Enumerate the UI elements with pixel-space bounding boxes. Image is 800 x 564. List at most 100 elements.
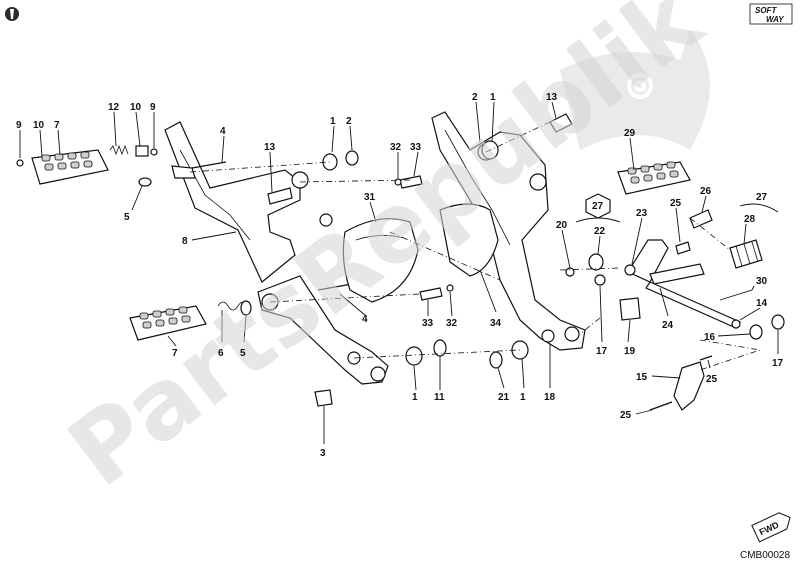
callout-18: 18	[544, 392, 556, 403]
callout-15: 15	[636, 372, 648, 383]
fwd-arrow-icon: FWD	[751, 512, 791, 543]
callout-17: 17	[596, 346, 608, 357]
callout-34: 34	[490, 318, 502, 329]
heel-guard	[342, 218, 419, 303]
drawing-code: CMB00028	[740, 550, 790, 561]
bolt-25a	[675, 241, 691, 255]
callout-9: 9	[150, 102, 156, 113]
callout-5: 5	[124, 212, 130, 223]
callout-27: 27	[592, 201, 604, 212]
bushing-22	[588, 253, 604, 271]
left-front-footpeg	[129, 305, 207, 341]
callout-20: 20	[556, 220, 568, 231]
ball-9b	[150, 148, 158, 156]
softway-logo: SOFT WAY	[749, 3, 793, 25]
washer-21	[489, 351, 503, 369]
rubber-28	[729, 239, 763, 269]
washer-14	[731, 319, 741, 329]
bushing-16	[749, 324, 763, 340]
callout-22: 22	[594, 226, 606, 237]
washer-5b	[240, 300, 252, 316]
callout-13: 13	[264, 142, 276, 153]
logo-line-2: WAY	[766, 15, 784, 24]
bushing-1b	[405, 346, 423, 366]
linkage-15	[673, 361, 705, 411]
logo-line-1: SOFT	[755, 6, 777, 15]
right-heel-guard	[439, 203, 499, 277]
washer-5a	[138, 177, 152, 187]
callout-9: 9	[16, 120, 22, 131]
corner-badge-icon	[5, 7, 19, 21]
callout-33: 33	[422, 318, 434, 329]
washer-20	[565, 267, 575, 277]
callout-23: 23	[636, 208, 648, 219]
callout-1: 1	[330, 116, 336, 127]
bolt-25b	[699, 355, 713, 361]
washer-17b	[771, 314, 785, 330]
washer-17a	[594, 274, 606, 286]
callout-14: 14	[756, 298, 768, 309]
callout-31: 31	[364, 192, 376, 203]
callout-25: 25	[670, 198, 682, 209]
bolt-26	[689, 209, 713, 229]
callout-19: 19	[624, 346, 636, 357]
callout-7: 7	[54, 120, 60, 131]
callout-32: 32	[446, 318, 458, 329]
callout-25: 25	[620, 410, 632, 421]
right-footpeg	[617, 161, 691, 195]
washer-2a	[345, 150, 359, 166]
bolt-13a	[267, 187, 293, 205]
callout-10: 10	[130, 102, 142, 113]
bolt-4b	[317, 283, 353, 291]
pin-clip	[135, 145, 149, 157]
callout-27: 27	[756, 192, 768, 203]
watermark: PartsRepublik	[48, 0, 722, 508]
leader-lines	[19, 101, 779, 444]
callout-24: 24	[662, 320, 674, 331]
hex-marker-27a	[575, 193, 621, 223]
callout-4: 4	[220, 126, 226, 137]
callout-4: 4	[362, 314, 368, 325]
left-rear-footpeg	[31, 149, 109, 185]
bushing-1a	[322, 153, 338, 171]
callout-3: 3	[320, 448, 326, 459]
callout-11: 11	[434, 392, 445, 403]
pin-19	[619, 297, 641, 321]
washer-11	[433, 339, 447, 357]
callout-1: 1	[412, 392, 418, 403]
callout-10: 10	[33, 120, 45, 131]
callout-1: 1	[490, 92, 496, 103]
bolt-33a	[399, 175, 423, 189]
callout-8: 8	[182, 236, 188, 247]
callout-6: 6	[218, 348, 224, 359]
callout-2: 2	[472, 92, 478, 103]
bolt-4a	[191, 161, 227, 169]
callout-25: 25	[706, 374, 718, 385]
bracket-marker-27b	[739, 203, 779, 213]
watermark-flag-icon	[560, 30, 710, 150]
bolt-13b	[549, 113, 573, 133]
callout-1: 1	[520, 392, 526, 403]
bolt-25c	[649, 401, 673, 411]
callout-2: 2	[346, 116, 352, 127]
callout-5: 5	[240, 348, 246, 359]
left-spring	[109, 144, 129, 156]
callout-33: 33	[410, 142, 422, 153]
bolt-33b	[419, 287, 443, 301]
bolt-3	[314, 389, 333, 407]
callout-7: 7	[172, 348, 178, 359]
washer-32b	[446, 284, 454, 292]
callout-21: 21	[498, 392, 510, 403]
shaft-24	[649, 263, 705, 285]
callout-32: 32	[390, 142, 402, 153]
callout-30: 30	[756, 276, 768, 287]
callout-28: 28	[744, 214, 756, 225]
watermark-text: PartsRepublik	[48, 0, 722, 508]
callout-29: 29	[624, 128, 636, 139]
callout-12: 12	[108, 102, 120, 113]
callout-17: 17	[772, 358, 784, 369]
assembly-lines	[189, 121, 761, 371]
lever-23	[624, 239, 669, 283]
callout-labels: 9 10 7 12 10 9 4 5 8 13 1 2 32 33 31 7 6…	[16, 92, 784, 459]
